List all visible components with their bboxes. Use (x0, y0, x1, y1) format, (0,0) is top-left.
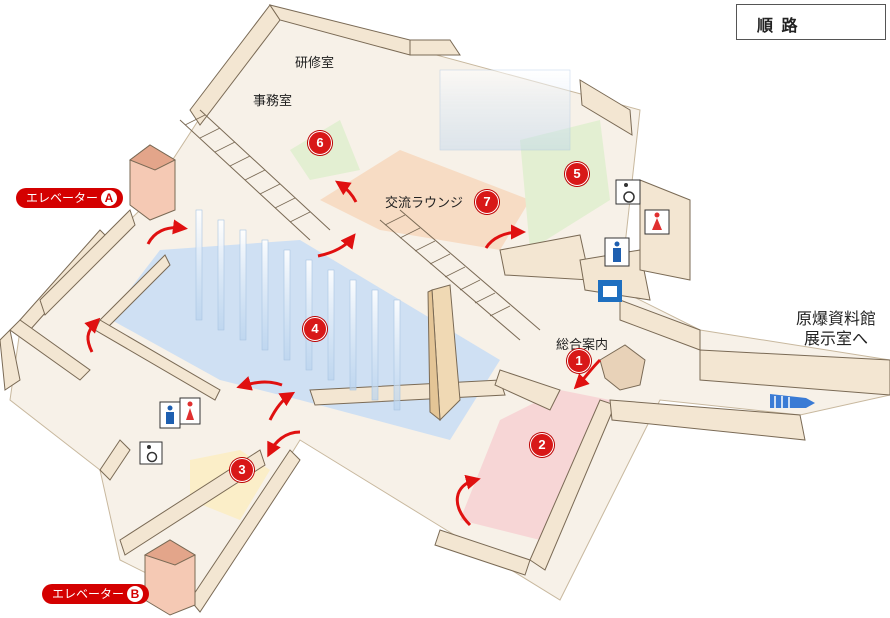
staircase-right (379, 209, 541, 341)
room-training: 研修室 (295, 55, 335, 70)
wheelchair-icon-2 (139, 441, 163, 465)
zone-info (460, 390, 610, 540)
male-toilet-icon (604, 237, 630, 267)
crane-tower (427, 284, 461, 422)
baby-care-icon (598, 280, 622, 302)
elevator-b-text: エレベーター (52, 587, 125, 601)
stop-5: 5 (565, 162, 589, 186)
elevator-b-shaft (143, 539, 197, 616)
elevator-a-shaft (128, 144, 177, 221)
stop-4: 4 (303, 317, 327, 341)
route-arrow (573, 358, 602, 390)
female-toilet-icon (644, 209, 670, 235)
female-toilet-icon-2 (179, 397, 201, 425)
male-toilet-icon-2 (159, 401, 181, 429)
route-arrow (268, 391, 296, 421)
room-lounge: 交流ラウンジ (385, 195, 464, 210)
route-arrow (484, 224, 526, 249)
wheelchair-icon (615, 179, 641, 205)
stop-2: 2 (530, 433, 554, 457)
elevator-a-text: エレベーター (26, 191, 99, 205)
stop-6: 6 (308, 131, 332, 155)
room-office: 事務室 (253, 93, 293, 108)
route-arrow (455, 474, 481, 527)
stop-1: 1 (567, 349, 591, 373)
glass-fins (195, 69, 571, 411)
zone-green (520, 120, 610, 250)
elevator-a-letter: A (101, 190, 118, 206)
stop-7: 7 (475, 190, 499, 214)
info-desk (599, 344, 646, 391)
route-arrow (317, 233, 356, 258)
exit-label: 原爆資料館 展示室へ (796, 310, 876, 350)
legend-label: 順 路 (757, 18, 800, 35)
route-arrow (84, 317, 101, 353)
zone-lounge (320, 150, 530, 250)
route-arrow (335, 180, 358, 203)
elevator-b-letter: B (127, 586, 144, 602)
route-arrows (84, 180, 602, 527)
route-arrow (236, 376, 283, 391)
stop-3: 3 (230, 458, 254, 482)
walls (0, 4, 890, 613)
route-arrow (267, 430, 301, 458)
route-arrow (146, 219, 188, 245)
staircase-left (179, 109, 331, 241)
exit-label-line1: 原爆資料館 (796, 311, 877, 328)
route-legend: 順 路 (736, 4, 886, 40)
exit-arrow-icon (770, 394, 815, 408)
room-info: 総合案内 (556, 337, 609, 352)
exit-label-line2: 展示室へ (804, 331, 869, 348)
